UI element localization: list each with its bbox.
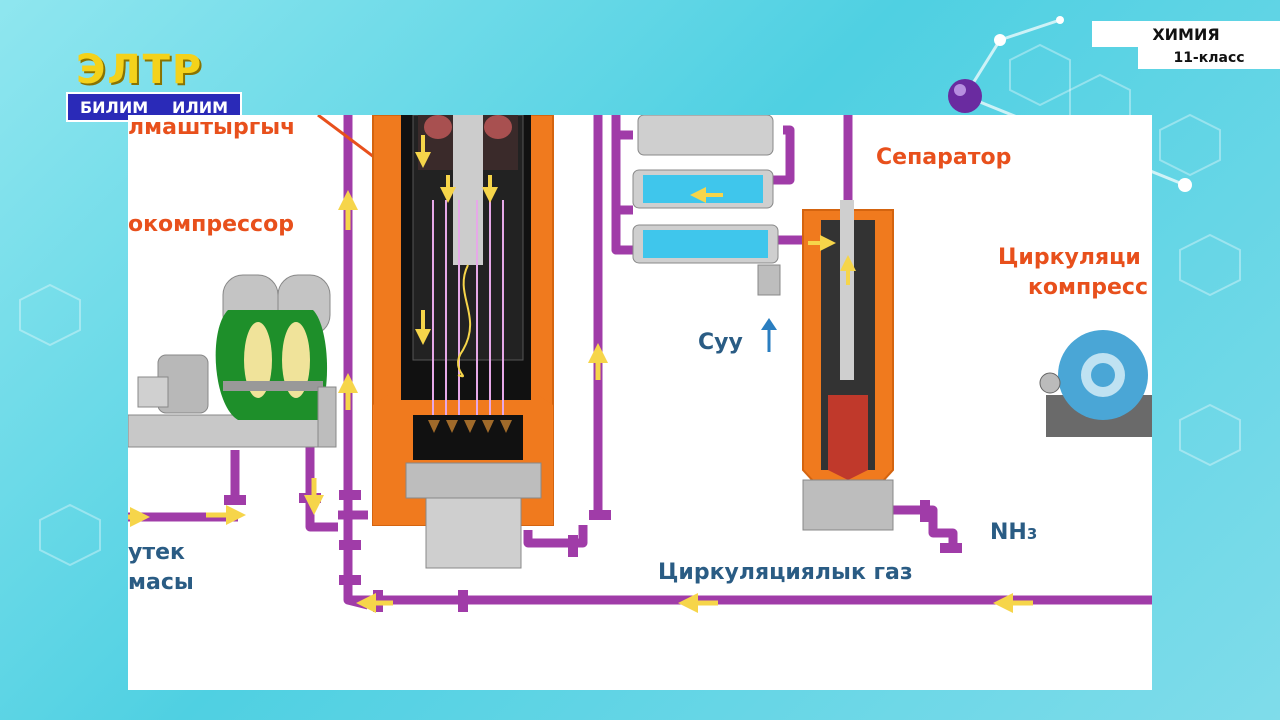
flow-arrows [128, 190, 1033, 613]
compressor-label: окомпрессор [128, 212, 294, 237]
diagram-drawing [128, 115, 1152, 613]
logo-right-word: ИЛИМ [172, 97, 229, 117]
circulation-compressor-label-line2: компресс [1028, 275, 1148, 300]
catalyst-label: лмаштыргыч [128, 115, 296, 140]
compressor-unit [128, 274, 337, 448]
water-label: Суу [698, 330, 743, 355]
logo-title: ЭЛТР [76, 47, 204, 93]
subject-badge: ХИМИЯ 11-класс [1092, 21, 1280, 69]
separator-label: Сепаратор [876, 145, 1012, 170]
ammonia-label: NH3 [990, 520, 1037, 545]
circulation-gas-label: Циркуляциялык газ [658, 560, 913, 585]
ammonia-synthesis-diagram: лмаштыргыч окомпрессор Сепаратор Циркуля… [128, 115, 1152, 690]
subject-title: ХИМИЯ [1092, 21, 1280, 47]
feed-label-line1: утек [128, 540, 185, 565]
feed-label-line2: масы [128, 570, 194, 595]
circulation-compressor-unit [1039, 330, 1152, 437]
channel-logo: ЭЛТР БИЛИМ ИЛИМ [66, 48, 242, 124]
logo-left-word: БИЛИМ [79, 97, 149, 117]
separator-vessel [802, 200, 894, 531]
ammonia-subscript: 3 [1026, 525, 1038, 543]
purple-molecule-icon [948, 79, 982, 113]
synthesis-column [372, 115, 554, 569]
ammonia-symbol: NH [990, 520, 1027, 545]
circulation-compressor-label-line1: Циркуляци [998, 245, 1141, 270]
water-cooler [632, 115, 781, 296]
subject-grade: 11-класс [1138, 47, 1280, 69]
